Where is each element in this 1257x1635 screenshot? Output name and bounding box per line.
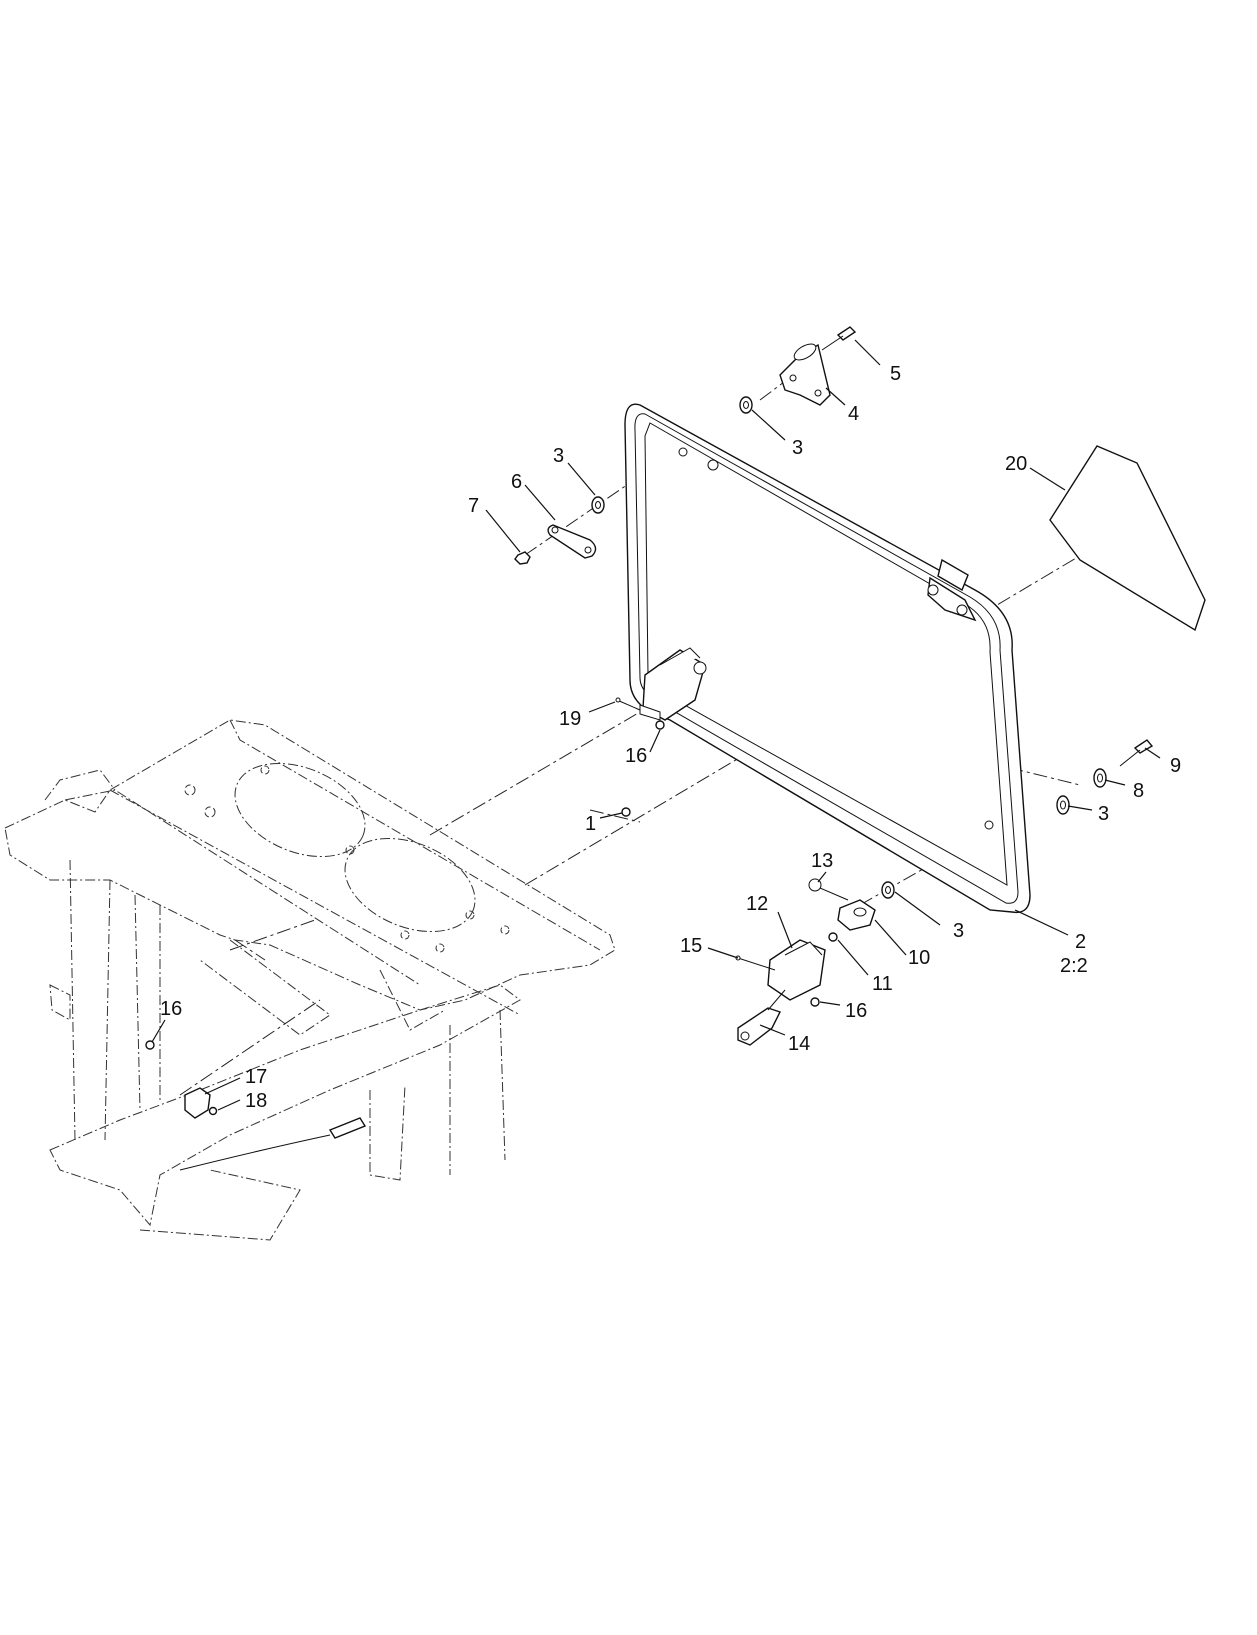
callout-19: 19 <box>559 708 581 730</box>
callout-labels: 5 4 3 20 3 6 7 19 16 9 8 3 1 13 12 3 2 1… <box>160 363 1181 1112</box>
callout-15: 15 <box>680 935 702 957</box>
latch-assembly-upper <box>639 647 707 721</box>
hardware-parts <box>145 326 1206 1171</box>
callout-16-upper: 16 <box>625 745 647 767</box>
callout-16-lower: 16 <box>845 1000 867 1022</box>
callout-12: 12 <box>746 893 768 915</box>
callout-20: 20 <box>1005 453 1027 475</box>
callout-16-chassis: 16 <box>160 998 182 1020</box>
callout-1: 1 <box>585 813 596 835</box>
callout-2: 2 <box>1075 931 1086 953</box>
callout-7: 7 <box>468 495 479 517</box>
callout-2-sub: 2:2 <box>1060 955 1088 977</box>
leader-lines <box>151 339 1161 1111</box>
callout-6: 6 <box>511 471 522 493</box>
callout-3-top: 3 <box>792 437 803 459</box>
callout-3-left: 3 <box>553 445 564 467</box>
callout-17: 17 <box>245 1066 267 1088</box>
callout-14: 14 <box>788 1033 810 1055</box>
callout-5: 5 <box>890 363 901 385</box>
callout-10: 10 <box>908 947 930 969</box>
seat-frame-part-2 <box>624 403 1031 914</box>
callout-3-right: 3 <box>1098 803 1109 825</box>
callout-18: 18 <box>245 1090 267 1112</box>
callout-4: 4 <box>848 403 859 425</box>
callout-9: 9 <box>1170 755 1181 777</box>
callout-11: 11 <box>872 973 893 995</box>
callout-13: 13 <box>811 850 833 872</box>
callout-8: 8 <box>1133 780 1144 802</box>
chassis-frame <box>4 719 616 1241</box>
callout-3-lower: 3 <box>953 920 964 942</box>
